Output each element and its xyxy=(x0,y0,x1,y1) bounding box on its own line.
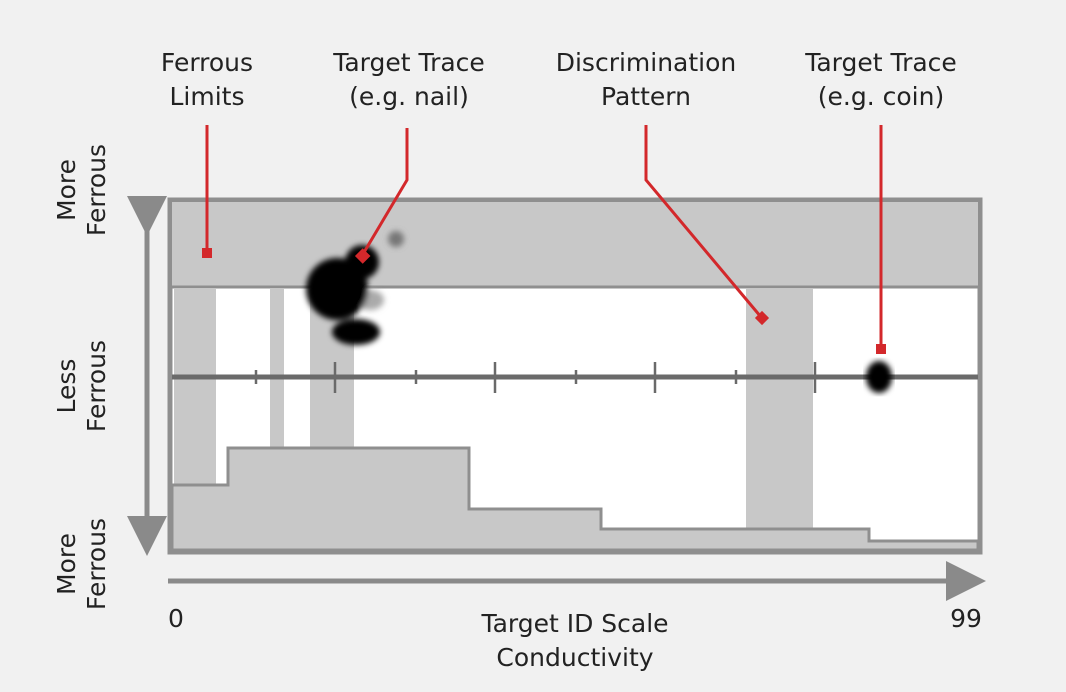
nail-trace xyxy=(306,231,404,345)
coin-trace xyxy=(866,361,892,393)
axis-ticks xyxy=(254,362,817,393)
x-axis-max-label: 99 xyxy=(950,604,982,633)
coin-trace-label: Target Trace(e.g. coin) xyxy=(805,48,957,111)
discrimination-pointer xyxy=(644,125,763,318)
discrimination-stripe xyxy=(746,289,813,529)
ferrous-limit-band xyxy=(172,202,978,287)
discrimination-stripe xyxy=(270,289,284,449)
discrimination-stripe xyxy=(174,289,216,489)
nail-trace-pointer xyxy=(361,128,409,255)
ferrous-limit-staircase xyxy=(170,446,980,552)
nail-trace-label: Target Trace(e.g. nail) xyxy=(333,48,485,111)
x-axis-min-label: 0 xyxy=(168,604,184,633)
